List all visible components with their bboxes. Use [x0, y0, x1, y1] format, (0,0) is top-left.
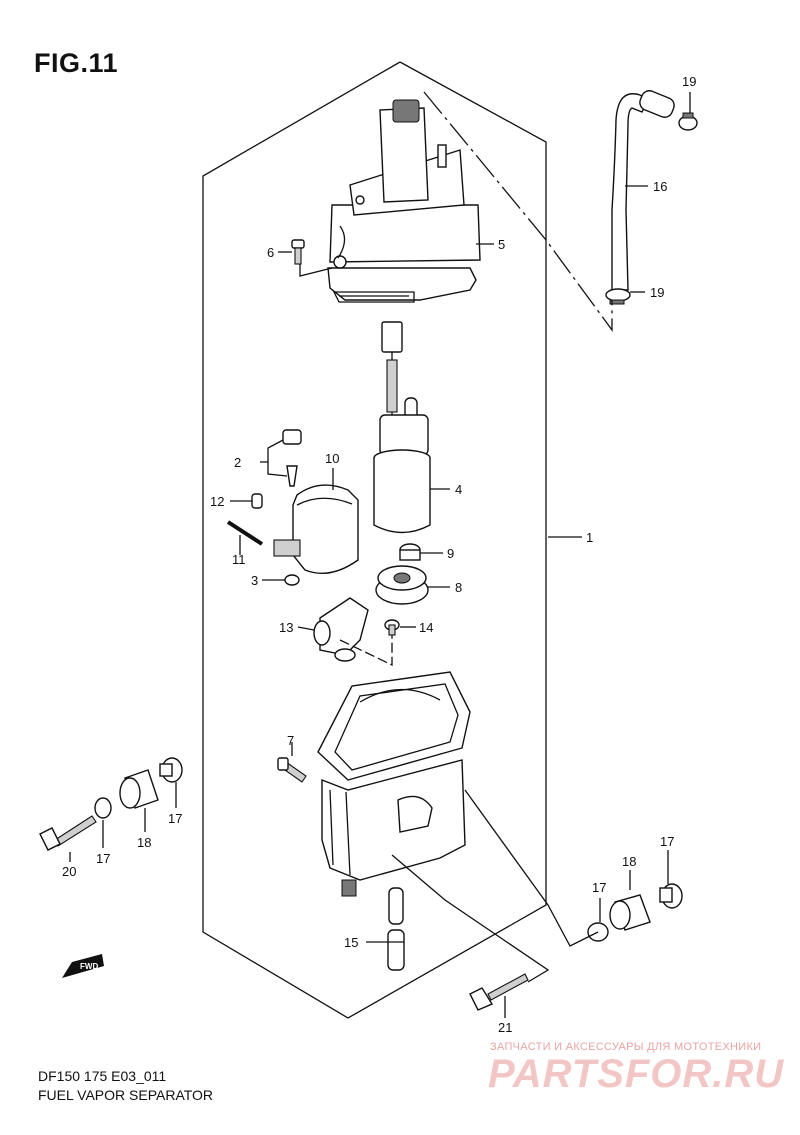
callout-2: 2	[234, 455, 241, 470]
callout-5: 5	[498, 237, 505, 252]
callout-17-right-b: 17	[660, 834, 674, 849]
figure-code: DF150 175 E03_011	[38, 1068, 167, 1084]
callout-20: 20	[62, 864, 76, 879]
part-19-clamp-bottom[interactable]	[605, 288, 631, 305]
callout-21: 21	[498, 1020, 512, 1035]
callout-8: 8	[455, 580, 462, 595]
part-17-washer-right-b[interactable]	[659, 883, 683, 909]
callout-13: 13	[279, 620, 293, 635]
callout-18-left: 18	[137, 835, 151, 850]
part-17-washer-left-b[interactable]	[159, 757, 183, 783]
part-7-bolt[interactable]	[277, 757, 307, 783]
callout-16: 16	[653, 179, 667, 194]
callout-4: 4	[455, 482, 462, 497]
callout-11: 11	[232, 552, 246, 567]
connection-line-hose	[423, 91, 613, 332]
leader-lines	[69, 92, 691, 1018]
part-15-tube[interactable]	[387, 887, 405, 971]
part-5-cover[interactable]	[327, 99, 481, 301]
part-20-bolt[interactable]	[39, 815, 97, 851]
callout-10: 10	[325, 451, 339, 466]
part-13-regulator[interactable]	[313, 597, 369, 662]
callout-3: 3	[251, 573, 258, 588]
assembly-outline	[202, 61, 547, 1019]
callout-14: 14	[419, 620, 433, 635]
fwd-label: FWD	[80, 962, 98, 971]
part-21-bolt[interactable]	[469, 973, 529, 1011]
callout-6: 6	[267, 245, 274, 260]
callout-19-top: 19	[682, 74, 696, 89]
part-5-gasket	[332, 291, 415, 303]
part-10-cover[interactable]	[273, 484, 359, 574]
figure-name: FUEL VAPOR SEPARATOR	[38, 1087, 214, 1103]
callout-12: 12	[210, 494, 224, 509]
part-4-fuel-pump[interactable]	[373, 321, 431, 534]
callout-17-left-b: 17	[168, 811, 182, 826]
part-18-mount-left[interactable]	[119, 769, 159, 809]
part-8-holder[interactable]	[375, 565, 429, 605]
part-19-clamp-top[interactable]	[678, 112, 698, 131]
part-12-screw[interactable]	[251, 493, 263, 509]
callout-18-right: 18	[622, 854, 636, 869]
connection-line-right-mount	[464, 789, 599, 947]
part-16-hose[interactable]	[611, 88, 677, 291]
part-2-valve[interactable]	[282, 429, 302, 487]
part-17-washer-left-a[interactable]	[94, 797, 112, 819]
part-11-pin[interactable]	[226, 520, 264, 546]
separator-body[interactable]	[317, 671, 471, 897]
figure-title: FIG.11	[34, 48, 119, 78]
callout-17-left-a: 17	[96, 851, 110, 866]
part-18-mount-right[interactable]	[609, 894, 651, 931]
callout-19-bottom: 19	[650, 285, 664, 300]
callout-15: 15	[344, 935, 358, 950]
watermark-tagline: ЗАПЧАСТИ И АКСЕССУАРЫ ДЛЯ МОТОТЕХНИКИ	[490, 1041, 762, 1053]
callouts: 1 2 3 4 5 6 7 8 9 10 11 12 13 14 15 16 1…	[62, 74, 696, 1035]
watermark-logo: PARTSFOR.RU	[488, 1052, 785, 1096]
part-6-screw[interactable]	[291, 239, 305, 265]
fwd-arrow-icon: FWD	[62, 954, 104, 978]
callout-1: 1	[586, 530, 593, 545]
callout-9: 9	[447, 546, 454, 561]
part-3-screw[interactable]	[284, 574, 300, 586]
callout-17-right-a: 17	[592, 880, 606, 895]
part-14-screw[interactable]	[384, 619, 400, 636]
callout-7: 7	[287, 733, 294, 748]
part-9-grommet[interactable]	[399, 543, 421, 561]
